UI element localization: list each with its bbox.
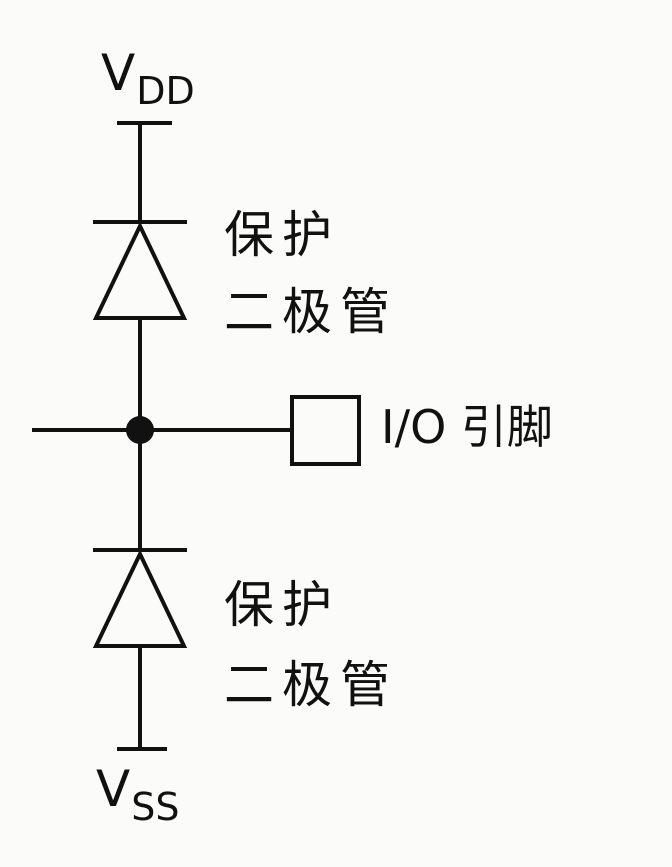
vdd-label: VDD [101,48,195,110]
vss-label: VSS [96,764,179,826]
diode-top-label-line2: 二极管 [224,283,398,341]
diode-top-triangle [92,221,188,320]
io-pin-square [290,395,361,466]
junction-node [126,416,154,444]
io-pin-label: I/O 引脚 [381,400,553,454]
vss-label-sub: SS [131,785,180,829]
vss-label-main: V [96,760,131,818]
diode-bottom-label-line1: 保护 [224,576,340,634]
vdd-label-sub: DD [136,69,195,113]
diode-top-label-line1: 保护 [224,206,340,264]
diode-bottom-triangle [92,549,188,648]
diode-bottom-label-line2: 二极管 [224,656,398,714]
vdd-label-main: V [101,44,136,102]
